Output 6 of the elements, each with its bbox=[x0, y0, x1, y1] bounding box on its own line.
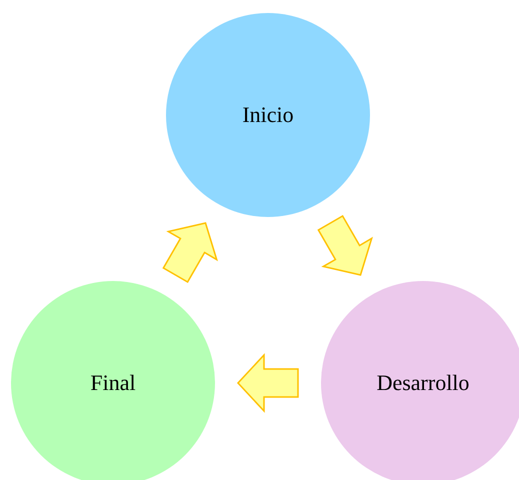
block-arrow bbox=[236, 353, 299, 413]
stage-label: Desarrollo bbox=[376, 370, 470, 396]
stage-label: Inicio bbox=[242, 102, 294, 128]
stage-label: Final bbox=[90, 370, 136, 396]
block-arrow bbox=[317, 214, 373, 276]
block-arrow bbox=[162, 222, 218, 284]
